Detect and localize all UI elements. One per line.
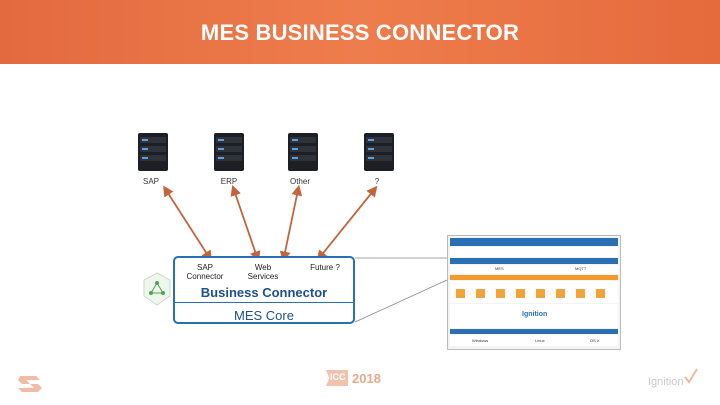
module-shield-icon <box>143 272 171 306</box>
server-label-unknown: ? <box>374 177 380 186</box>
arch-row <box>450 247 618 257</box>
arch-top-bar <box>450 238 618 246</box>
module-icons <box>456 289 605 298</box>
arch-mes-row: MES MQTT <box>450 265 618 274</box>
footer-brand-label: Ignition <box>648 376 684 388</box>
arrow-other <box>279 184 303 263</box>
os-linux-label: Linux <box>535 338 545 343</box>
architecture-thumbnail: MES MQTT Ignition Windows Linux OS X <box>447 235 621 350</box>
business-connector-box: SAP Connector Web Services Future ? Busi… <box>173 256 355 324</box>
footer-event-label: ICC <box>330 372 346 382</box>
arch-blue-bar <box>450 258 618 264</box>
arch-brand-label: Ignition <box>522 311 548 318</box>
column-future: Future ? <box>310 263 340 272</box>
page-title: MES BUSINESS CONNECTOR <box>200 20 520 45</box>
arch-ignition-row: Ignition <box>450 304 618 328</box>
arch-os-bar <box>450 329 618 334</box>
inductive-logo-icon <box>18 376 42 392</box>
server-icon <box>288 133 318 171</box>
arch-modules-row <box>450 281 618 303</box>
server-label-erp: ERP <box>220 177 238 186</box>
os-windows-label: Windows <box>472 338 489 343</box>
icc-badge-icon <box>326 370 348 386</box>
server-label-sap: SAP <box>142 177 159 186</box>
checkmark-icon <box>684 368 698 384</box>
column-sap-connector: SAP Connector <box>186 263 224 281</box>
server-icon <box>364 133 394 171</box>
server-icon <box>138 133 168 171</box>
os-osx-label: OS X <box>590 338 600 343</box>
divider <box>175 302 353 303</box>
arch-mqtt-label: MQTT <box>575 266 587 271</box>
arch-orange-bar <box>450 275 618 280</box>
server-label-other: Other <box>289 177 310 186</box>
server-icon <box>214 133 244 171</box>
column-web-services: Web Services <box>247 263 279 281</box>
footer-year-label: 2018 <box>352 371 381 386</box>
arch-mes-label: MES <box>495 266 504 271</box>
arrow-erp <box>230 184 261 263</box>
arrow-unknown <box>316 185 378 262</box>
mes-core-label: MES Core <box>234 308 294 323</box>
header-banner: MES BUSINESS CONNECTOR <box>0 0 720 64</box>
arrow-sap <box>163 185 212 262</box>
arch-os-row: Windows Linux OS X <box>450 335 618 346</box>
zoom-line-bottom <box>354 279 448 323</box>
business-connector-title: Business Connector <box>200 285 328 300</box>
